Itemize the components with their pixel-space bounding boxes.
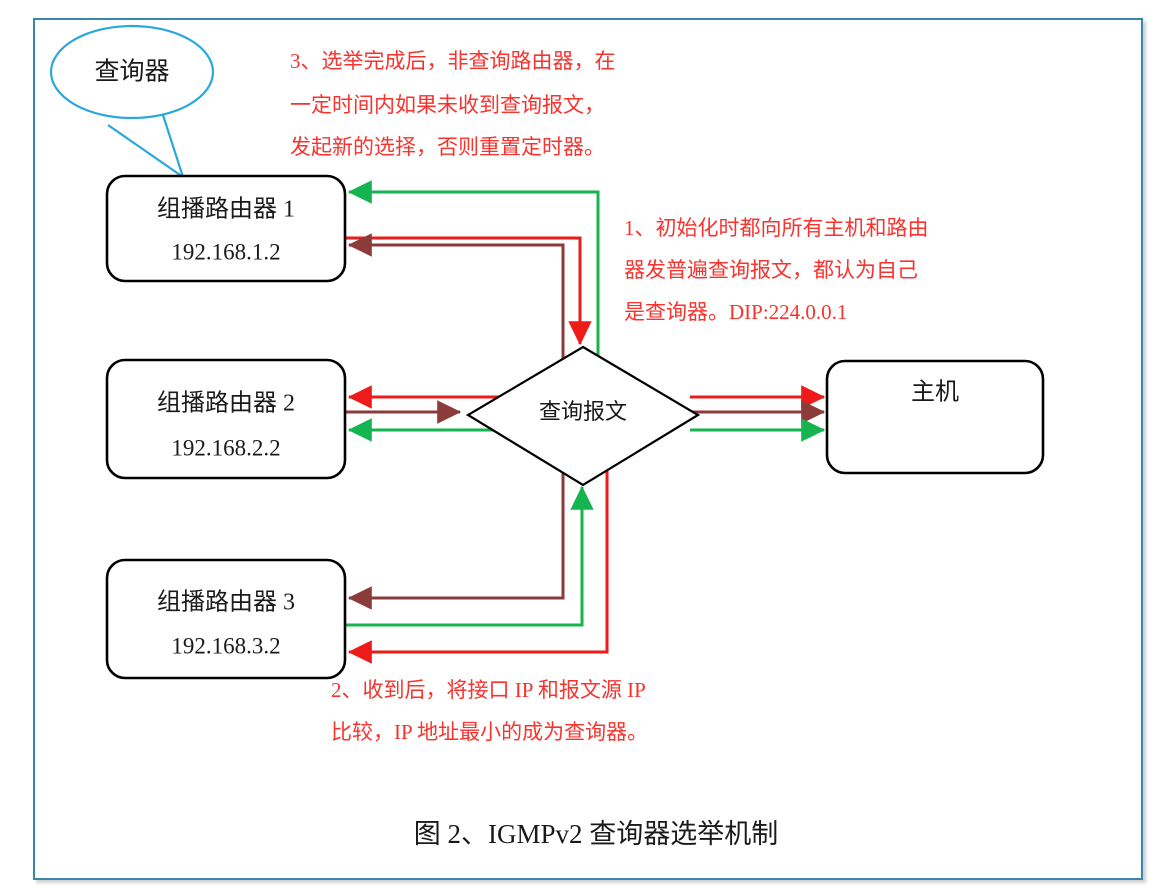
router-2-title: 组播路由器 2 <box>157 390 295 417</box>
node-host[interactable]: 主机 <box>825 359 1045 475</box>
note-1-line-2: 器发普遍查询报文，都认为自己 <box>624 258 918 282</box>
host-box[interactable] <box>825 359 1045 475</box>
note-3: 3、选举完成后，非查询路由器，在 一定时间内如果未收到查询报文， 发起新的选择，… <box>290 49 616 159</box>
note-2-line-1: 2、收到后，将接口 IP 和报文源 IP <box>331 678 646 702</box>
note-1-line-1: 1、初始化时都向所有主机和路由 <box>624 216 929 240</box>
node-router-2[interactable]: 组播路由器 2 192.168.2.2 <box>105 358 347 480</box>
note-2-line-2: 比较，IP 地址最小的成为查询器。 <box>331 720 648 744</box>
host-label: 主机 <box>911 379 959 406</box>
querier-callout: 查询器 <box>49 24 215 180</box>
flow-red-query-to-router3 <box>347 397 609 664</box>
note-3-line-1: 3、选举完成后，非查询路由器，在 <box>290 49 616 73</box>
note-1: 1、初始化时都向所有主机和路由 器发普遍查询报文，都认为自己 是查询器。DIP:… <box>624 216 929 324</box>
node-query-message[interactable]: 查询报文 <box>465 345 701 487</box>
node-router-1[interactable]: 组播路由器 1 192.168.1.2 <box>105 174 347 283</box>
node-router-3[interactable]: 组播路由器 3 192.168.3.2 <box>105 558 347 680</box>
router-1-title: 组播路由器 1 <box>157 196 295 223</box>
callout-bubble <box>49 24 215 120</box>
figure-caption: 图 2、IGMPv2 查询器选举机制 <box>414 819 779 849</box>
router-3-box[interactable] <box>105 558 347 680</box>
callout-tail <box>107 111 186 180</box>
router-2-box[interactable] <box>105 358 347 480</box>
query-message-diamond[interactable] <box>465 345 701 487</box>
callout-label: 查询器 <box>94 58 169 86</box>
note-3-line-3: 发起新的选择，否则重置定时器。 <box>290 135 605 159</box>
router-3-title: 组播路由器 3 <box>157 589 295 616</box>
query-message-label: 查询报文 <box>539 399 627 424</box>
router-1-box[interactable] <box>105 174 347 283</box>
flow-green-query-to-router1 <box>347 180 600 430</box>
router-1-ip: 192.168.1.2 <box>171 239 280 264</box>
router-2-ip: 192.168.2.2 <box>171 435 280 460</box>
flow-router1-to-message <box>345 236 592 346</box>
note-1-line-3: 是查询器。DIP:224.0.0.1 <box>624 300 847 324</box>
router-3-ip: 192.168.3.2 <box>171 633 280 658</box>
note-2: 2、收到后，将接口 IP 和报文源 IP 比较，IP 地址最小的成为查询器。 <box>331 678 648 744</box>
flow-dred-query-to-router1 <box>347 233 565 412</box>
note-3-line-2: 一定时间内如果未收到查询报文， <box>290 93 605 117</box>
flow-router3-to-message <box>345 485 594 627</box>
